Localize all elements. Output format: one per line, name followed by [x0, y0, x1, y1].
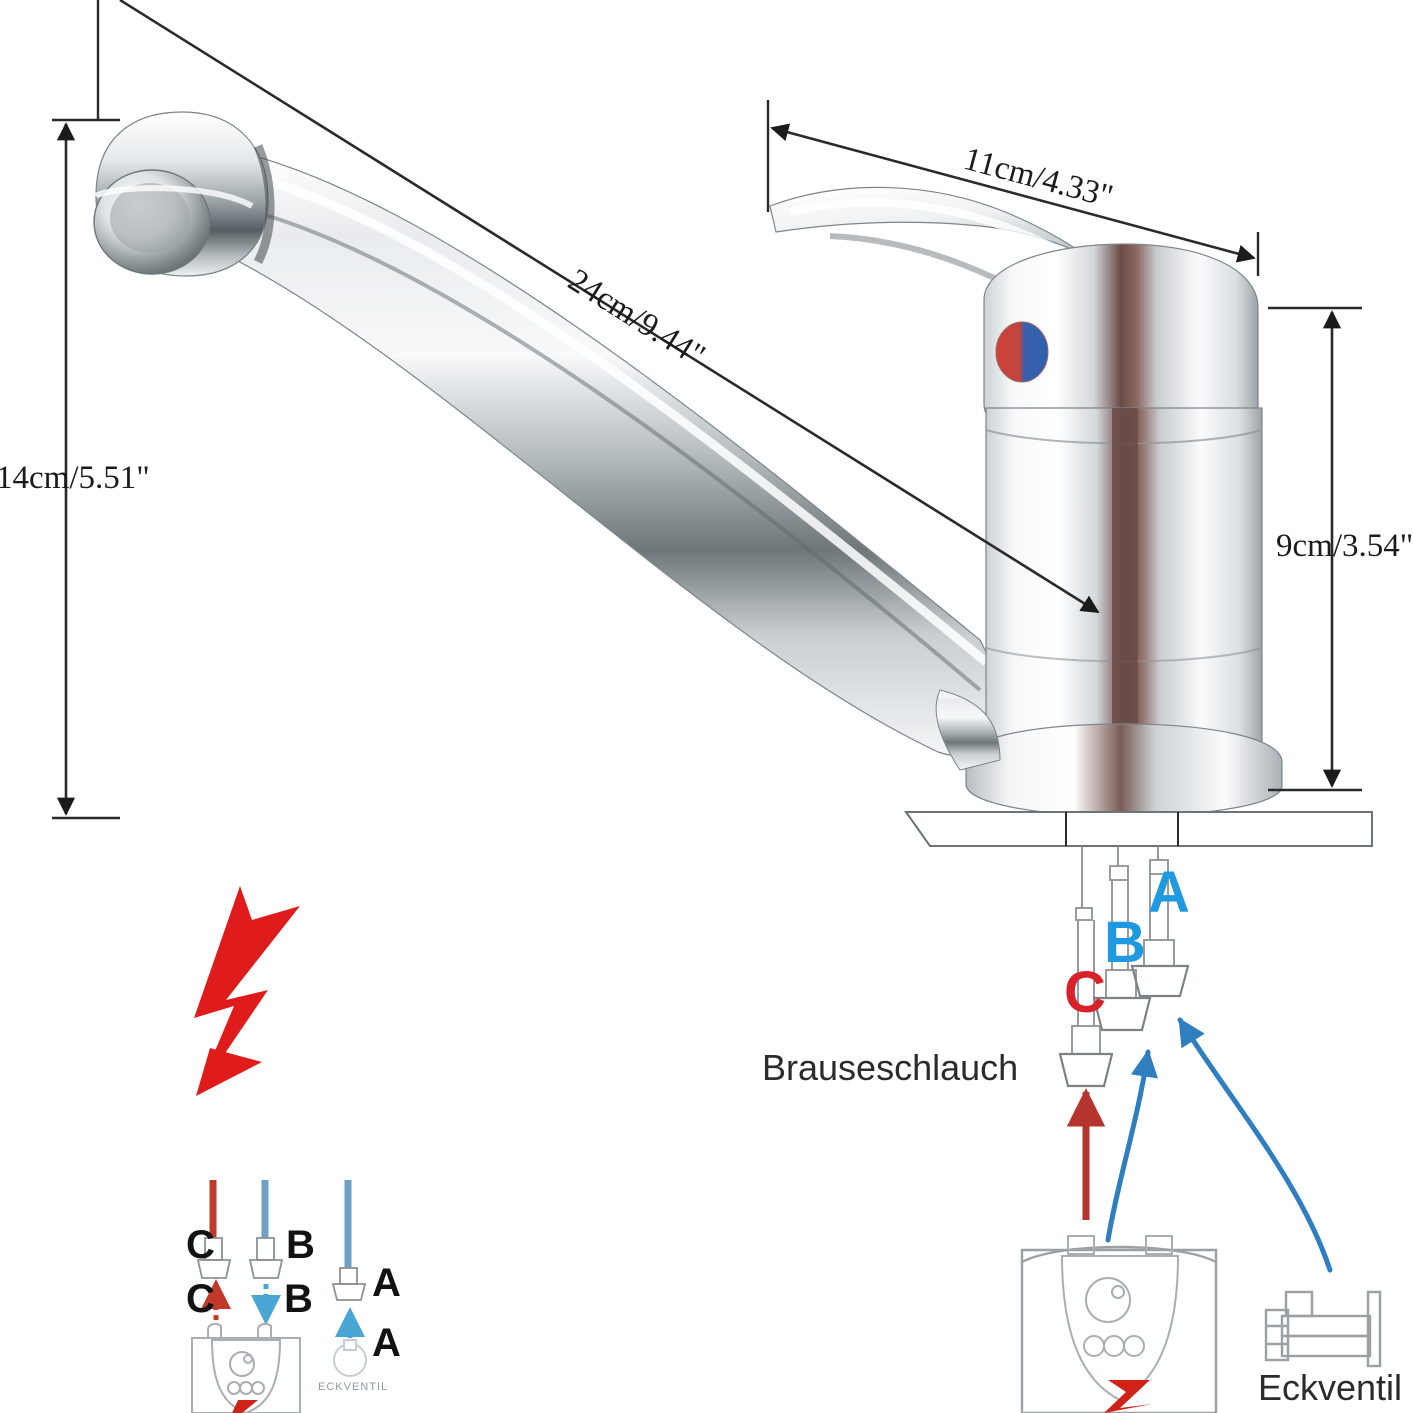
hot-cold-indicator-icon — [995, 321, 1049, 383]
mounting-plate — [904, 811, 1373, 847]
faucet-base-collar — [965, 723, 1283, 817]
angle-valve-illustration — [1264, 1290, 1382, 1368]
faucet-illustration — [93, 111, 1373, 847]
dimension-line-lever — [770, 123, 1256, 263]
callout-eckventil: Eckventil — [1258, 1367, 1402, 1408]
callout-brauseschlauch: Brauseschlauch — [762, 1047, 1018, 1088]
flow-arrow-cold — [1105, 1049, 1158, 1243]
valve-handle-icon — [1284, 1290, 1314, 1318]
inset-label-b-bottom: B — [284, 1277, 313, 1321]
inset-valve-caption: ECKVENTIL — [318, 1381, 388, 1393]
hose-label-c: C — [1064, 960, 1106, 1025]
hose-label-a: A — [1148, 860, 1190, 925]
inset-label-c-top: C — [186, 1223, 215, 1267]
inset-label-a-top: A — [372, 1261, 401, 1305]
hose-label-b: B — [1104, 910, 1146, 975]
valve-connection-curve — [1177, 1017, 1333, 1273]
inset-connection-diagram: C B A C B A ECKVENTIL — [186, 1180, 401, 1413]
lightning-bolt-icon-heater — [1104, 1380, 1152, 1413]
flow-arrows — [1066, 1017, 1333, 1273]
supply-hoses: A B C — [1058, 846, 1190, 1088]
inset-label-a-bottom: A — [372, 1321, 401, 1365]
lightning-bolt-icon-inset — [232, 1400, 258, 1413]
inset-label-c-bottom: C — [186, 1277, 215, 1321]
inset-label-b-top: B — [286, 1223, 315, 1267]
dimension-label-body-height: 9cm/3.54" — [1276, 528, 1413, 564]
dimension-line-spout-reach — [119, 0, 1100, 614]
dimension-label-height: 14cm/5.51" — [0, 460, 150, 496]
water-heater-illustration — [1020, 1235, 1218, 1413]
high-voltage-symbol — [194, 886, 300, 1096]
